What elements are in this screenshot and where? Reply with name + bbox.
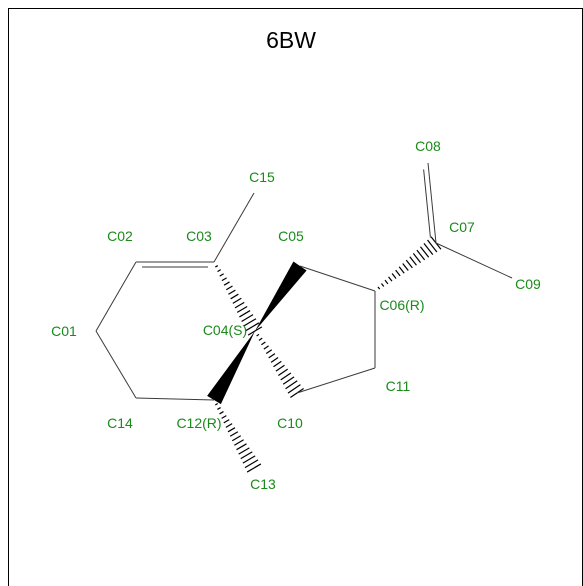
atom-label-c02: C02 [107, 228, 133, 244]
atom-label-c12: C12(R) [176, 415, 221, 431]
bond-c04-c05 [255, 261, 307, 331]
bond-c03-c04 [215, 265, 263, 336]
bond-c05-c06 [299, 265, 376, 292]
atom-label-c07: C07 [449, 219, 475, 235]
bond-c04-c12 [207, 331, 255, 405]
bond-c12-c13 [214, 403, 262, 473]
atom-label-c09: C09 [515, 276, 541, 292]
atom-label-c14: C14 [107, 415, 133, 431]
atom-label-c13: C13 [250, 476, 276, 492]
diagram-frame [8, 8, 583, 586]
atom-label-c04: C04(S) [203, 322, 247, 338]
bond-c14-c01 [95, 330, 137, 399]
atom-label-c10: C10 [277, 415, 303, 431]
bond-c12-c14 [135, 397, 215, 401]
bond-c07-c08 [423, 162, 437, 244]
atom-label-c05: C05 [278, 228, 304, 244]
bond-c01-c02 [95, 261, 137, 332]
diagram-title: 6BW [266, 27, 316, 53]
atom-label-c15: C15 [249, 169, 275, 185]
bond-c06-c07 [377, 236, 442, 290]
bond-c11-c10 [296, 367, 376, 394]
atom-label-c03: C03 [186, 228, 212, 244]
atom-label-c11: C11 [386, 378, 411, 394]
bond-c02-c03 [136, 261, 214, 268]
bond-c07-c09 [435, 242, 513, 279]
atom-label-c06: C06(R) [379, 297, 424, 313]
atom-label-c01: C01 [51, 323, 77, 339]
bond-c03-c15 [213, 192, 255, 263]
bonds-layer [95, 162, 513, 473]
atom-label-c08: C08 [415, 138, 441, 154]
